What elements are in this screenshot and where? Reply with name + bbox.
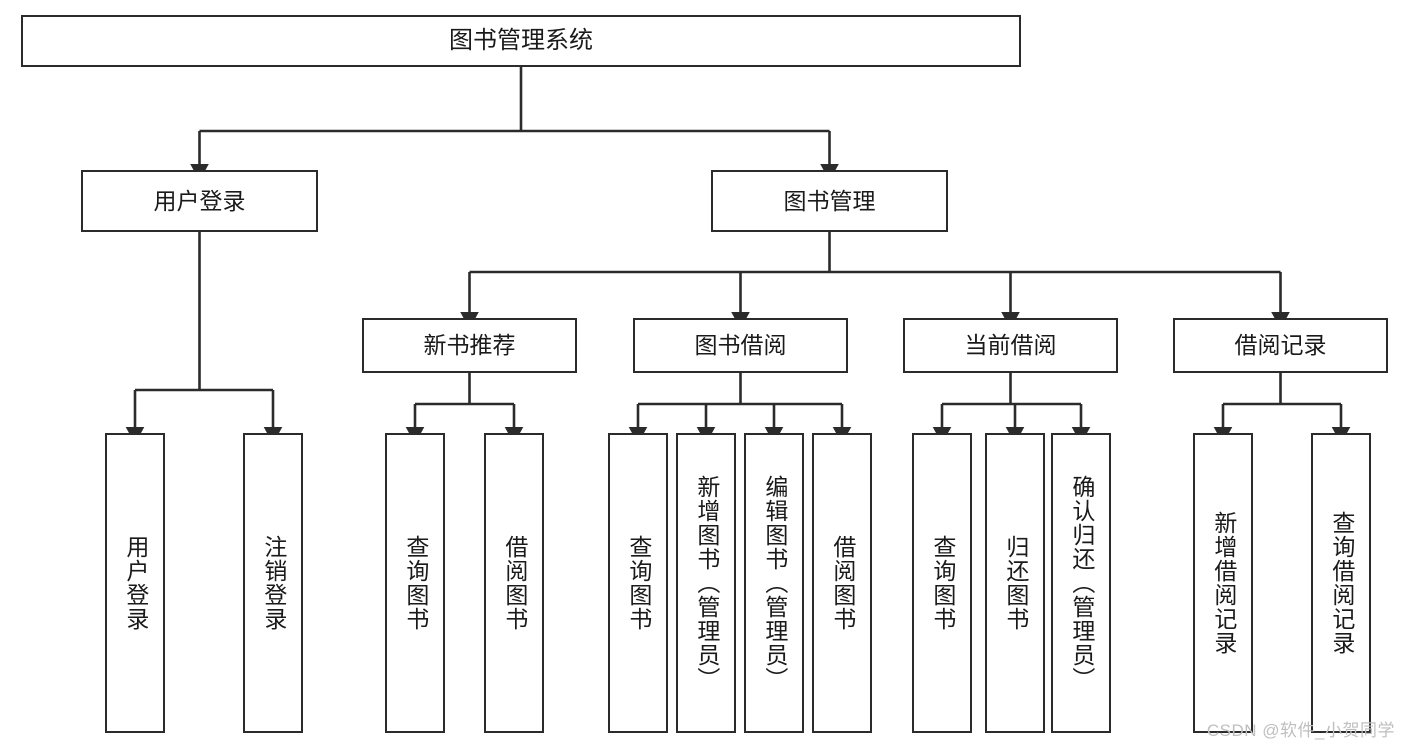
node-leaf-borrow-book-1[interactable]: 借阅图书 [484,433,544,733]
node-leaf-query-book-3[interactable]: 查询图书 [912,433,972,733]
node-label: 图书管理 [783,187,876,214]
node-book-mgmt[interactable]: 图书管理 [711,170,948,232]
node-label: 新增图书（管理员） [693,475,720,691]
node-leaf-edit-book[interactable]: 编辑图书（管理员） [744,433,804,733]
watermark-text: CSDN @软件_小贺同学 [1206,721,1395,740]
node-label: 新增借阅记录 [1210,511,1237,655]
node-leaf-user-logout[interactable]: 注销登录 [243,433,303,733]
node-root[interactable]: 图书管理系统 [21,15,1021,67]
node-label: 注销登录 [260,535,287,631]
node-leaf-add-record[interactable]: 新增借阅记录 [1193,433,1253,733]
node-leaf-return-book[interactable]: 归还图书 [985,433,1045,733]
node-label: 图书借阅 [694,332,787,358]
node-label: 借阅记录 [1234,332,1327,358]
node-user-login[interactable]: 用户登录 [81,170,318,232]
node-new-book-rec[interactable]: 新书推荐 [362,318,577,373]
node-label: 确认归还（管理员） [1068,475,1095,691]
node-label: 归还图书 [1002,535,1029,631]
node-label: 图书管理系统 [449,27,593,54]
node-label: 借阅图书 [501,535,528,631]
node-label: 用户登录 [122,535,149,631]
node-leaf-query-book-2[interactable]: 查询图书 [608,433,668,733]
node-leaf-query-book-1[interactable]: 查询图书 [385,433,445,733]
node-label: 查询借阅记录 [1328,511,1355,655]
node-leaf-add-book[interactable]: 新增图书（管理员） [676,433,736,733]
node-label: 借阅图书 [829,535,856,631]
node-label: 查询图书 [929,535,956,631]
node-label: 新书推荐 [423,332,516,358]
node-leaf-borrow-book-2[interactable]: 借阅图书 [812,433,872,733]
node-book-borrow[interactable]: 图书借阅 [633,318,848,373]
node-label: 编辑图书（管理员） [761,475,788,691]
node-label: 当前借阅 [964,332,1057,358]
node-leaf-query-record[interactable]: 查询借阅记录 [1311,433,1371,733]
node-leaf-user-login[interactable]: 用户登录 [105,433,165,733]
node-borrow-record[interactable]: 借阅记录 [1173,318,1388,373]
node-leaf-confirm-return[interactable]: 确认归还（管理员） [1051,433,1111,733]
node-label: 查询图书 [402,535,429,631]
node-label: 查询图书 [625,535,652,631]
node-current-borrow[interactable]: 当前借阅 [903,318,1118,373]
node-label: 用户登录 [153,187,246,214]
